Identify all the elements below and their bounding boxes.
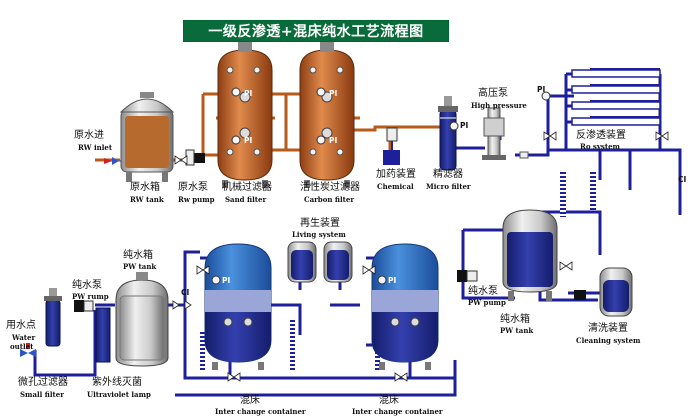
pure-water-pump-left [74,300,94,312]
mixed-bed-2-label-cn: 混床 [379,395,399,406]
high-pressure-pump [482,107,529,160]
pw-tank-right-label-cn: 纯水箱 [500,314,530,325]
high-pressure-label-en: High pressure [471,101,527,110]
pi-label-sand-bottom: PI [244,136,253,145]
pi-label-carbon-top: PI [329,89,338,98]
ci-label-ro: CI [678,175,687,184]
pure-water-tank-right [502,209,558,301]
water-outlet-label-en-2: outlet [10,342,34,351]
line-valves [172,131,669,382]
cleaning-tank [574,267,633,317]
small-filter-label-en: Small filter [20,390,64,399]
diagram-title-banner: 一级反渗透+混床纯水工艺流程图 [183,20,449,42]
cleaning-label-en: Cleaning system [576,336,641,345]
pw-pump-left-label-cn: 纯水泵 [72,280,102,291]
pi-label-carbon-bottom: PI [329,136,338,145]
living-system-label-cn: 再生装置 [300,218,340,229]
pw-tank-left-label-en: PW tank [123,262,157,271]
mixed-bed-1 [204,243,272,370]
sand-filter-label-en: Sand filter [225,195,267,204]
micro-filter-label-en: Micro filter [426,182,471,191]
pure-water-pump-right [457,270,478,282]
carbon-filter-label-en: Carbon filter [304,195,355,204]
sand-filter-label-cn: 机械过滤器 [222,182,272,193]
pw-tank-right-label-en: PW tank [500,326,534,335]
ro-membrane-tubes [571,69,661,126]
pure-water-tank-left [115,272,169,367]
chemical-label-cn: 加药装置 [376,169,416,180]
pw-tank-left-label-cn: 纯水箱 [123,250,153,261]
mixed-bed-1-label-en: Inter change container [215,407,306,416]
pressure-gauges [211,87,551,285]
water-outlet-label-cn: 用水点 [6,320,36,331]
water-outlet-label-en-1: Water [12,333,36,342]
micro-filter [438,96,458,171]
pi-label-sand-top: PI [244,89,253,98]
small-filter-label-cn: 微孔过滤器 [18,377,68,388]
chemical-label-en: Chemical [377,182,414,191]
water-outlet-valve-icon [20,343,36,357]
pi-label-ro: PI [537,85,546,94]
uv-lamp-label-cn: 紫外线灭菌 [92,377,142,388]
chemical-dosing-unit [383,127,400,165]
rw-inlet-label-cn: 原水进 [74,130,104,141]
pi-label-bed-1: PI [222,276,231,285]
raw-water-tank [119,92,175,182]
small-filter [44,288,62,347]
carbon-filter [299,42,355,188]
pi-label-micro: PI [460,121,469,130]
cleaning-label-cn: 清洗装置 [588,323,628,334]
pw-pump-left-label-en: PW rump [72,292,109,301]
high-pressure-label-cn: 高压泵 [478,88,508,99]
ro-system-label-en: Ro system [580,142,620,151]
rw-pump-label-en: Rw pump [178,195,215,204]
micro-filter-label-cn: 精滤器 [433,169,463,180]
regeneration-tanks [287,241,353,283]
sand-filter [217,42,273,188]
mixed-bed-2-label-en: Inter change container [352,407,443,416]
ro-system-label-cn: 反渗透装置 [576,130,626,141]
pw-pump-right-label-cn: 纯水泵 [468,286,498,297]
rw-tank-label-cn: 原水箱 [130,182,160,193]
living-system-label-en: Living system [292,230,346,239]
rw-pump-label-cn: 原水泵 [178,182,208,193]
diagram-title: 一级反渗透+混床纯水工艺流程图 [208,24,424,40]
pw-pump-right-label-en: PW pump [468,298,506,307]
rw-tank-label-en: RW tank [130,195,164,204]
ci-label-bed: CI [181,288,190,297]
mixed-bed-2 [371,243,439,370]
carbon-filter-label-cn: 活性炭过滤器 [300,182,360,193]
mixed-bed-1-label-cn: 混床 [240,395,260,406]
uv-lamp-label-en: Ultraviolet lamp [87,390,151,399]
pi-label-bed-2: PI [388,276,397,285]
uv-lamp [95,307,111,363]
rw-inlet-label-en: RW inlet [78,143,113,152]
